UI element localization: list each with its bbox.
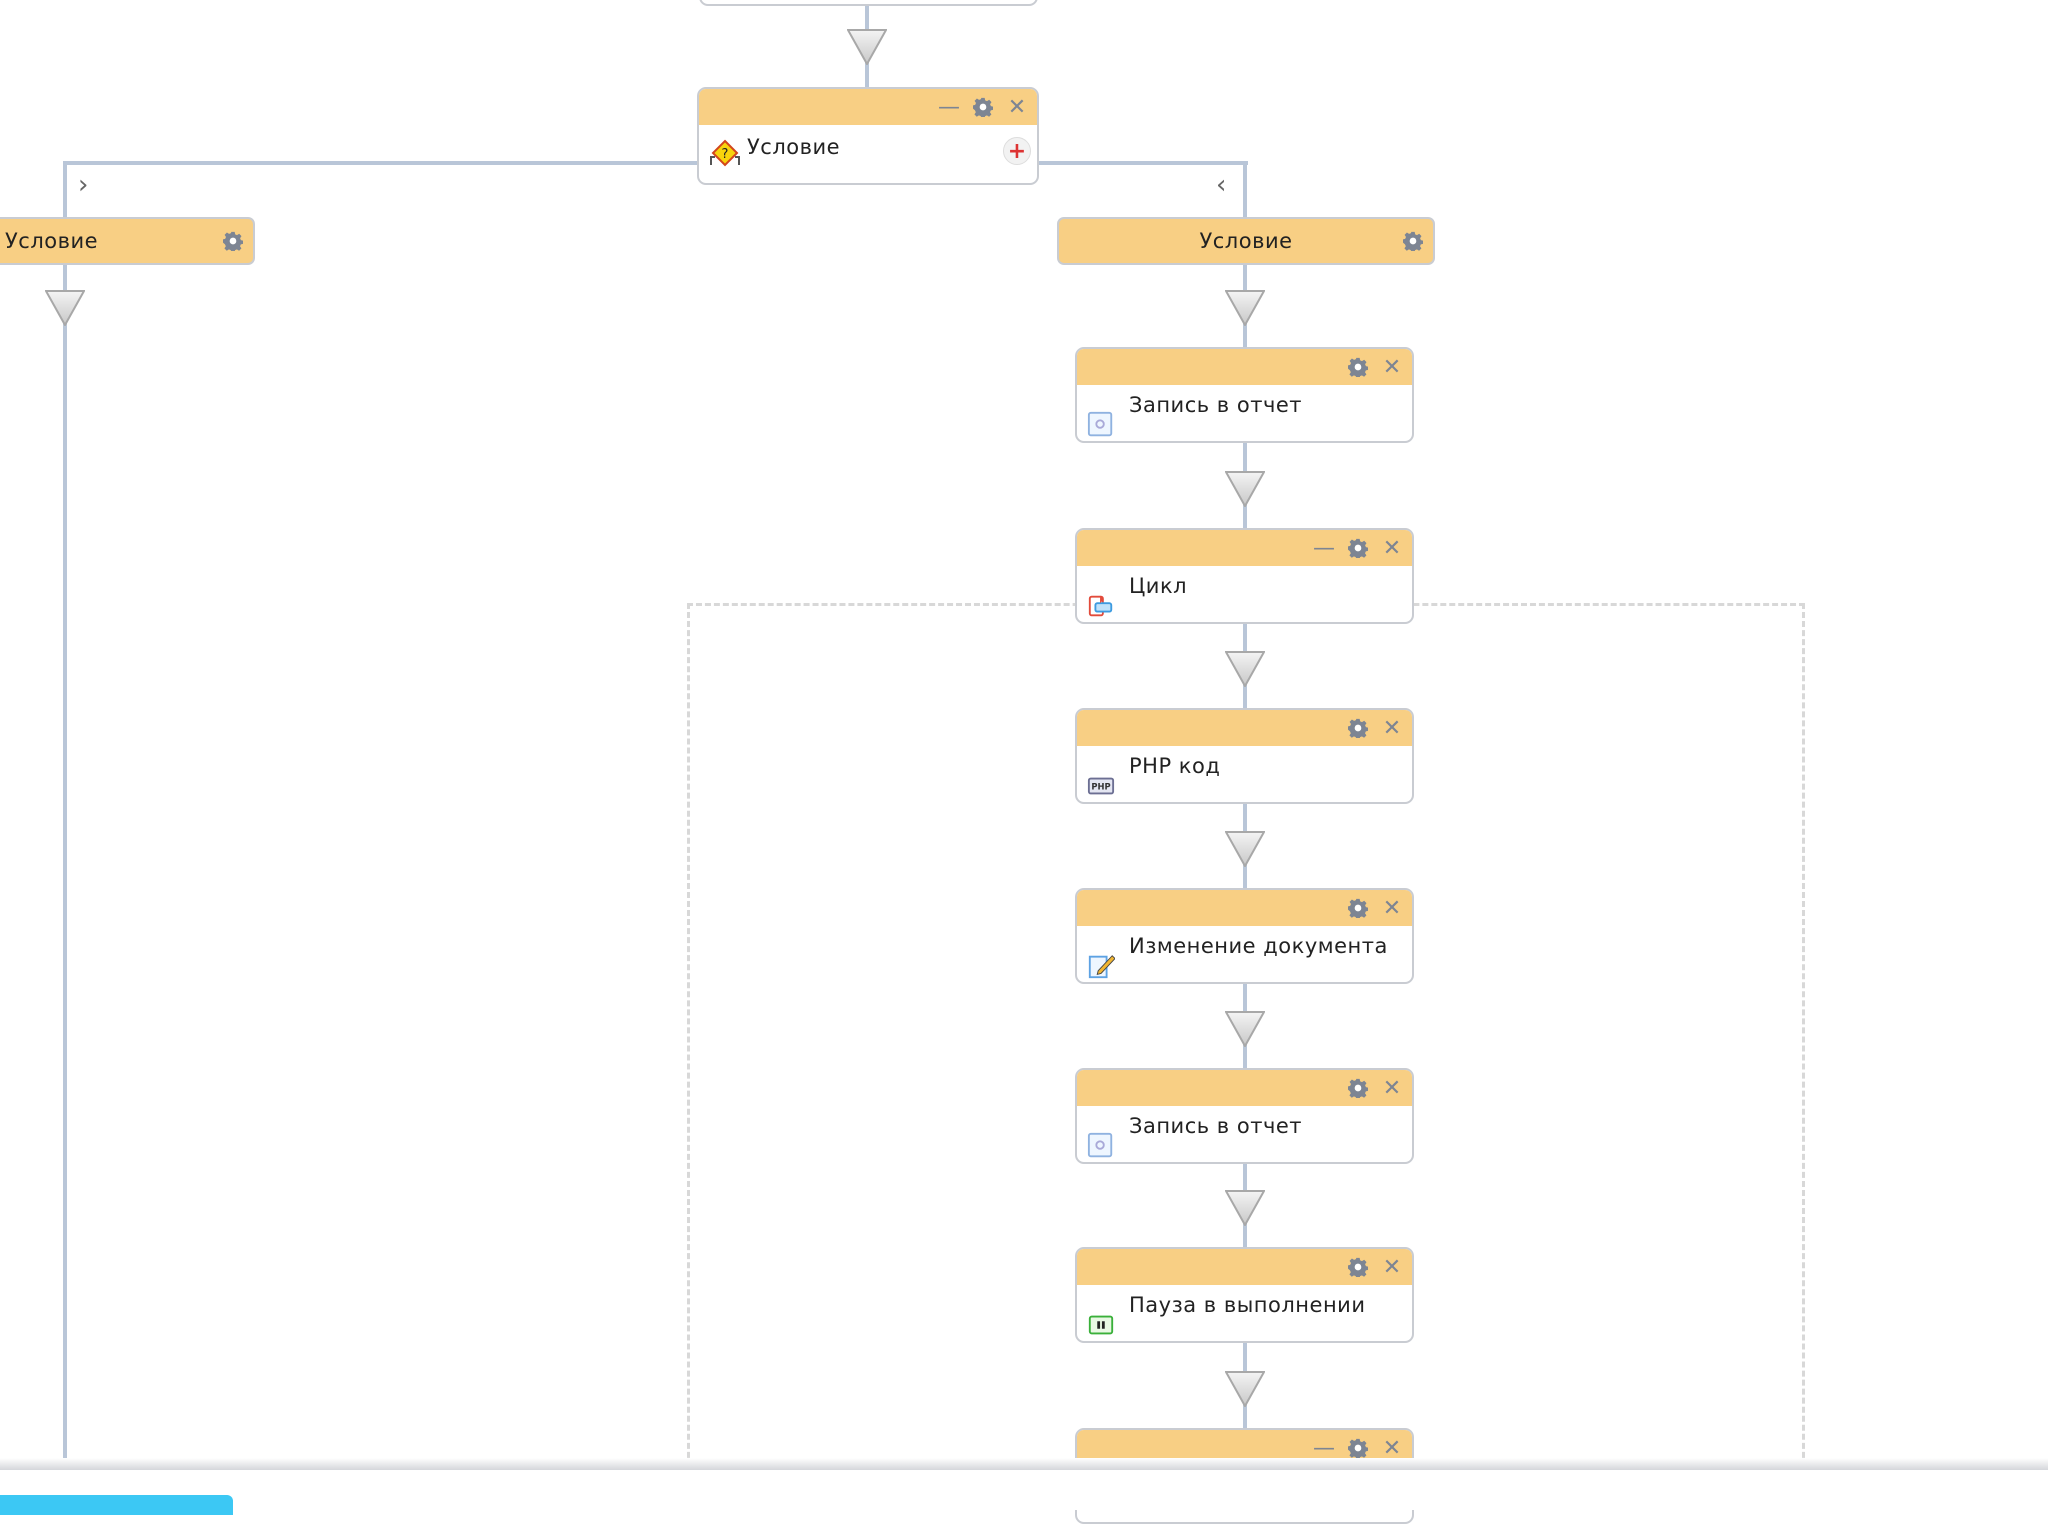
branch-line <box>63 161 1248 165</box>
gear-icon[interactable] <box>1348 898 1368 918</box>
condition-node[interactable]: — ✕ ? Условие + <box>697 87 1039 185</box>
branch-label: Условие <box>1199 229 1293 253</box>
flow-arrow-icon[interactable] <box>1225 651 1265 687</box>
gear-icon[interactable] <box>1348 718 1368 738</box>
workflow-node[interactable]: — ✕ Цикл <box>1075 528 1414 624</box>
branch-label: Условие <box>5 229 99 253</box>
plus-circle-icon[interactable]: + <box>1003 137 1031 165</box>
flow-arrow-icon[interactable] <box>1225 290 1265 326</box>
gear-icon[interactable] <box>1348 538 1368 558</box>
node-title: Условие <box>747 135 841 159</box>
gear-icon[interactable] <box>1348 1257 1368 1277</box>
node-header: ✕ <box>1077 890 1412 926</box>
right-branch-line <box>1243 161 1247 217</box>
node-title: Запись в отчет <box>1129 1114 1303 1138</box>
close-icon[interactable]: ✕ <box>1382 715 1402 741</box>
close-icon[interactable]: ✕ <box>1007 94 1027 120</box>
close-icon[interactable]: ✕ <box>1382 1435 1402 1461</box>
flow-arrow-icon[interactable] <box>1225 471 1265 507</box>
workflow-node[interactable]: ✕ Запись в отчет <box>1075 1068 1414 1164</box>
close-icon[interactable]: ✕ <box>1382 895 1402 921</box>
flow-arrow-icon[interactable] <box>1225 831 1265 867</box>
branch-condition-right[interactable]: Условие <box>1057 217 1435 265</box>
node-header: ✕ <box>1077 1249 1412 1285</box>
node-header: — ✕ <box>1077 530 1412 566</box>
gear-icon[interactable] <box>973 97 993 117</box>
report-icon <box>1087 1132 1113 1158</box>
node-title: Запись в отчет <box>1129 393 1303 417</box>
workflow-node[interactable]: ✕ Изменение документа <box>1075 888 1414 984</box>
gear-icon[interactable] <box>1403 231 1423 251</box>
gear-icon[interactable] <box>1348 357 1368 377</box>
flow-arrow-icon[interactable] <box>847 29 887 65</box>
left-branch-line <box>63 263 67 1468</box>
close-icon[interactable]: ✕ <box>1382 535 1402 561</box>
left-branch-line <box>63 161 67 217</box>
php-icon: PHP <box>1087 777 1115 795</box>
minimize-icon[interactable]: — <box>938 94 960 120</box>
loop-icon <box>1088 595 1113 617</box>
chevron-left-icon[interactable]: ‹ <box>1216 170 1227 200</box>
pause-icon <box>1088 1315 1114 1335</box>
workflow-node[interactable]: ✕ Запись в отчет <box>1075 347 1414 443</box>
svg-text:PHP: PHP <box>1091 782 1110 792</box>
flow-arrow-icon[interactable] <box>1225 1371 1265 1407</box>
condition-icon: ? <box>710 139 740 167</box>
node-header: — ✕ <box>699 89 1037 125</box>
close-icon[interactable]: ✕ <box>1382 1254 1402 1280</box>
branch-condition-left[interactable]: Условие <box>0 217 255 265</box>
node-title: Изменение документа <box>1129 934 1388 958</box>
minimize-icon[interactable]: — <box>1313 535 1335 561</box>
node-title: Цикл <box>1129 574 1188 598</box>
minimize-icon[interactable]: — <box>1313 1435 1335 1461</box>
close-icon[interactable]: ✕ <box>1382 1075 1402 1101</box>
node-header: ✕ <box>1077 349 1412 385</box>
gear-icon[interactable] <box>1348 1078 1368 1098</box>
flow-arrow-icon[interactable] <box>45 290 85 326</box>
node-header: ✕ <box>1077 710 1412 746</box>
edit-document-icon <box>1088 955 1115 979</box>
gear-icon[interactable] <box>223 231 243 251</box>
footer <box>0 1470 2048 1510</box>
action-button[interactable] <box>0 1495 233 1515</box>
close-icon[interactable]: ✕ <box>1382 354 1402 380</box>
chevron-right-icon[interactable]: › <box>78 170 89 200</box>
report-icon <box>1087 411 1113 437</box>
node-title: Пауза в выполнении <box>1129 1293 1366 1317</box>
svg-text:?: ? <box>722 147 729 162</box>
flow-arrow-icon[interactable] <box>1225 1011 1265 1047</box>
workflow-node[interactable]: ✕ Пауза в выполнении <box>1075 1247 1414 1343</box>
workflow-node[interactable]: ✕ PHP PHP код <box>1075 708 1414 804</box>
node-title: PHP код <box>1129 754 1221 778</box>
flow-arrow-icon[interactable] <box>1225 1190 1265 1226</box>
canvas-bottom-edge <box>0 1458 2048 1470</box>
gear-icon[interactable] <box>1348 1438 1368 1458</box>
node-header: ✕ <box>1077 1070 1412 1106</box>
